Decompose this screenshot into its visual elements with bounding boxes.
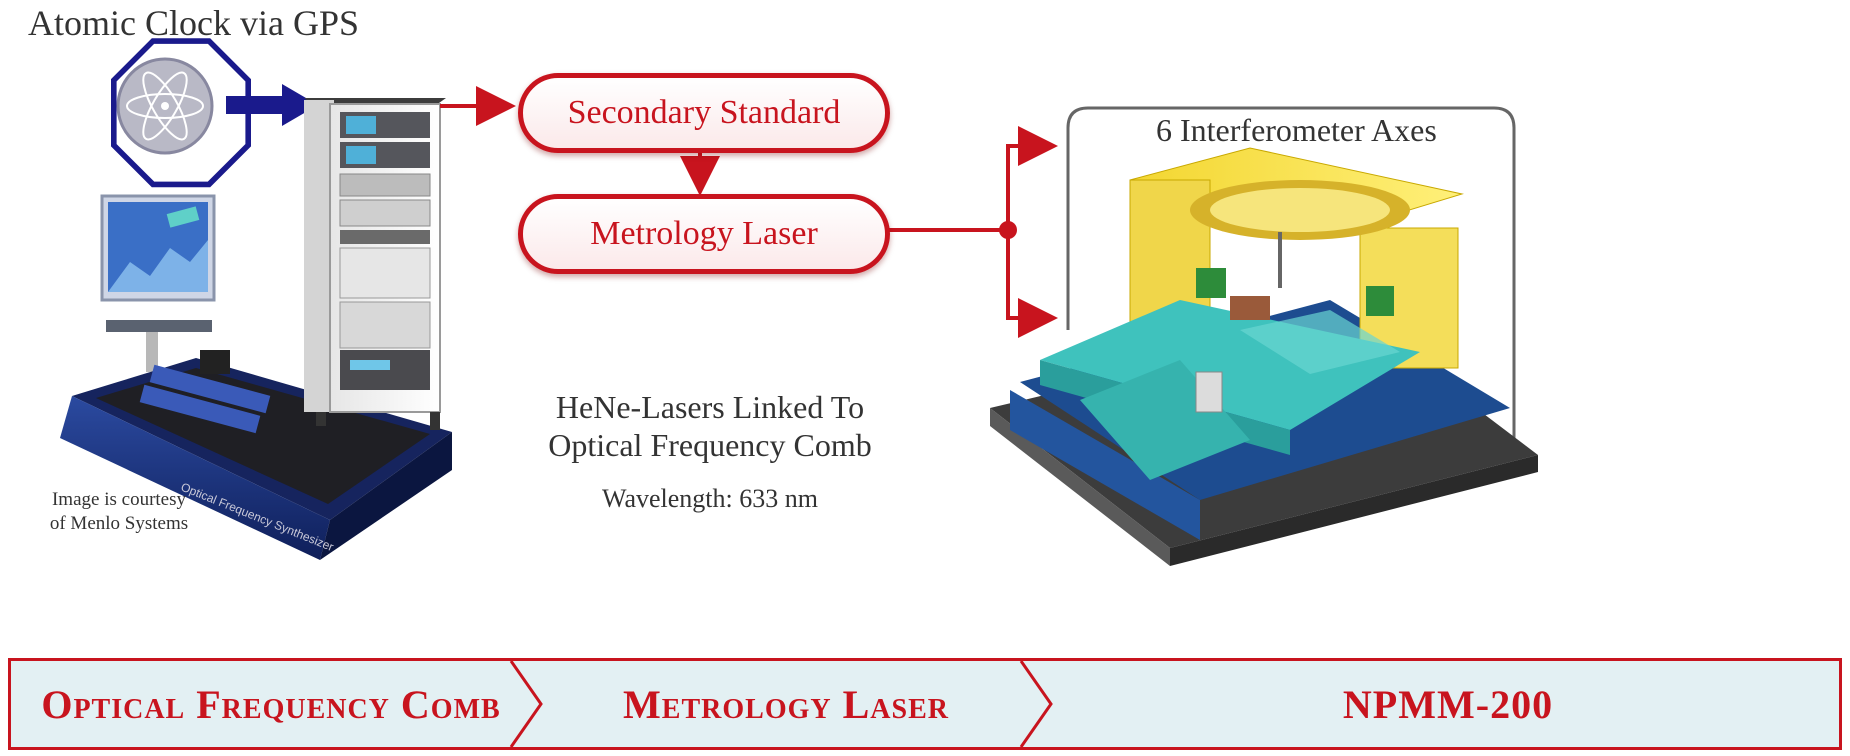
equipment-rack-image [304,98,446,430]
npmm-200-machine-image [990,147,1538,566]
hene-line-2: Optical Frequency Comb [548,427,872,463]
metrology-laser-box: Metrology Laser [518,194,890,274]
process-banner: Optical Frequency Comb Metrology Laser N… [8,658,1842,750]
gps-to-rack-arrow [226,84,318,126]
secondary-standard-label: Secondary Standard [567,94,841,131]
courtesy-note: Image is courtesy of Menlo Systems [24,488,214,536]
banner-npmm-200: NPMM-200 [1342,681,1554,727]
computer-monitor-image [100,194,216,372]
banner-optical-frequency-comb: Optical Frequency Comb [41,681,501,727]
interferometer-bracket [1066,106,1516,460]
banner-metrology-laser: Metrology Laser [623,681,949,727]
upper-branch-arrow [1006,126,1058,230]
hene-line-1: HeNe-Lasers Linked To [555,389,865,425]
banner-chevrons [509,661,1053,747]
secondary-standard-box: Secondary Standard [518,73,890,153]
interferometer-axes-label: 6 Interferometer Axes [1156,112,1437,148]
courtesy-line-2: of Menlo Systems [49,513,189,534]
atomic-clock-title: Atomic Clock via GPS [28,3,359,43]
metrology-laser-label: Metrology Laser [590,215,818,252]
hene-lasers-note: HeNe-Lasers Linked To Optical Frequency … [520,388,900,464]
wavelength-label: Wavelength: 633 nm [602,484,818,513]
lower-branch-arrow [1006,230,1058,338]
courtesy-line-1: Image is courtesy [51,489,186,510]
gps-atomic-clock-icon [111,38,252,188]
